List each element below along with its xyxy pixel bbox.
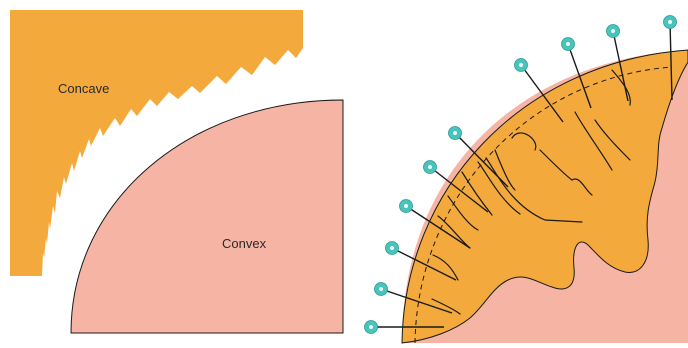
concave-label: Concave: [58, 81, 109, 96]
push-pin-icon: [449, 127, 462, 140]
convex-region: [71, 100, 343, 333]
push-pin-icon: [365, 321, 378, 334]
push-pin-icon: [386, 242, 399, 255]
push-pin-icon: [562, 38, 575, 51]
push-pin-icon: [515, 59, 528, 72]
push-pin-icon: [400, 200, 413, 213]
push-pin-icon: [607, 25, 620, 38]
push-pin-icon: [375, 283, 388, 296]
push-pin-icon: [424, 161, 437, 174]
push-pin-icon: [664, 16, 677, 29]
left-panel: Concave Convex: [10, 10, 343, 333]
convex-label: Convex: [222, 236, 267, 251]
right-panel: [365, 16, 688, 344]
